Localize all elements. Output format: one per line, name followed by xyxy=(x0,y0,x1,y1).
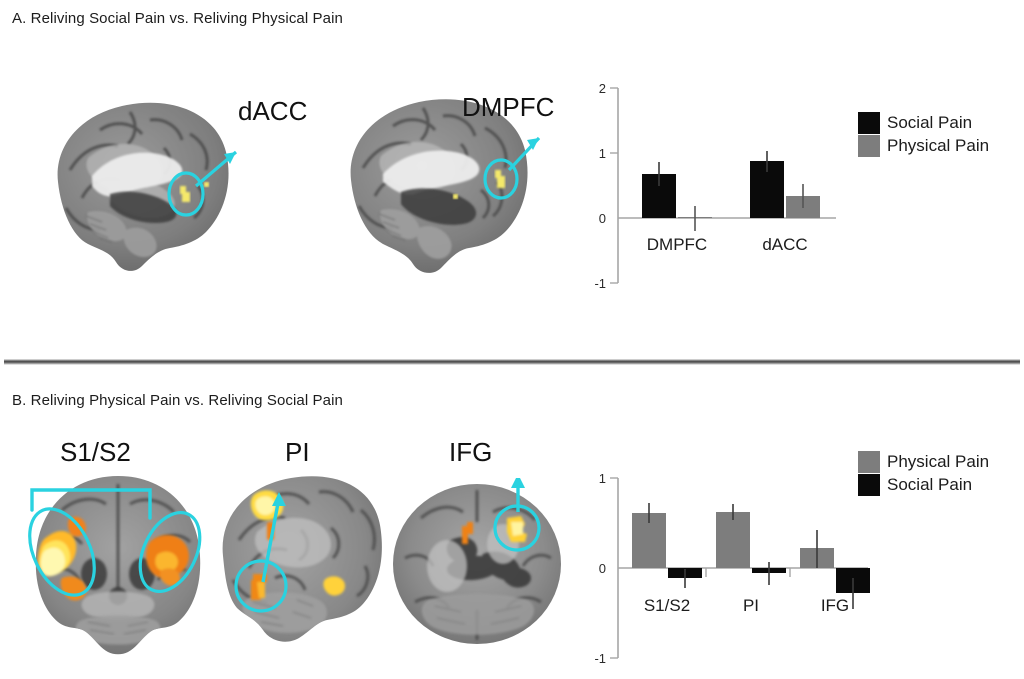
pointer-arrow-dmpfc xyxy=(507,136,540,172)
roi-ellipse-s2-right xyxy=(138,510,202,594)
panel-a-bar-chart: 2 1 0 -1 DMPFC dACC xyxy=(594,78,856,308)
brain-label-s1s2: S1/S2 xyxy=(60,437,131,467)
x-category-label: S1/S2 xyxy=(644,596,690,615)
y-tick-label: 0 xyxy=(599,561,606,576)
x-category-label: dACC xyxy=(762,235,807,254)
pointer-arrow-pi xyxy=(261,492,286,583)
legend-swatch-physical-pain xyxy=(858,451,880,473)
panel-divider xyxy=(4,359,1020,365)
brain-image-dmpfc-sagittal xyxy=(325,90,540,280)
y-tick-label: 1 xyxy=(599,146,606,161)
brain-label-dacc: dACC xyxy=(238,96,308,126)
legend-label-physical-pain: Physical Pain xyxy=(887,136,990,155)
legend-label-social-pain: Social Pain xyxy=(887,113,973,132)
legend-item-physical-pain: Physical Pain xyxy=(858,451,989,473)
legend-swatch-social-pain xyxy=(858,474,880,496)
legend-label-physical-pain: Physical Pain xyxy=(887,452,990,471)
brain-image-s1s2-coronal xyxy=(18,470,218,665)
panel-b-bar-chart: 1 0 -1 S1/S2 PI IFG xyxy=(594,468,896,673)
y-tick-label: 0 xyxy=(599,211,606,226)
pointer-arrow-ifg xyxy=(511,478,525,512)
x-category-label: DMPFC xyxy=(647,235,707,254)
legend-item-social-pain: Social Pain xyxy=(858,474,989,496)
panel-b-legend: Physical Pain Social Pain xyxy=(858,451,989,497)
panel-a-title: A. Reliving Social Pain vs. Reliving Phy… xyxy=(12,10,343,27)
y-tick-label: -1 xyxy=(594,651,606,666)
roi-circle-dmpfc xyxy=(483,158,519,200)
roi-circle-pi xyxy=(234,559,288,613)
roi-circle-dacc xyxy=(167,171,205,217)
legend-label-social-pain: Social Pain xyxy=(887,475,973,494)
x-category-label: IFG xyxy=(821,596,849,615)
y-tick-label: -1 xyxy=(594,276,606,291)
legend-item-physical-pain: Physical Pain xyxy=(858,135,989,157)
brain-label-ifg: IFG xyxy=(449,437,493,467)
x-category-label: PI xyxy=(743,596,759,615)
brain-image-pi-sagittal xyxy=(205,470,390,665)
y-tick-label: 2 xyxy=(599,81,606,96)
legend-item-social-pain: Social Pain xyxy=(858,112,989,134)
panel-a-legend: Social Pain Physical Pain xyxy=(858,112,989,158)
brain-label-dmpfc: DMPFC xyxy=(462,92,555,122)
brain-image-ifg-axial xyxy=(385,478,570,653)
y-tick-label: 1 xyxy=(599,471,606,486)
brain-label-pi: PI xyxy=(285,437,310,467)
bracket-s1s2 xyxy=(30,488,152,520)
panel-b-title: B. Reliving Physical Pain vs. Reliving S… xyxy=(12,392,343,409)
legend-swatch-social-pain xyxy=(858,112,880,134)
pointer-arrow-dacc xyxy=(194,150,238,188)
legend-swatch-physical-pain xyxy=(858,135,880,157)
roi-ellipse-s1-left xyxy=(28,507,96,597)
bar-pi-physical-pain xyxy=(716,512,750,568)
brain-image-dacc-sagittal xyxy=(30,90,245,280)
